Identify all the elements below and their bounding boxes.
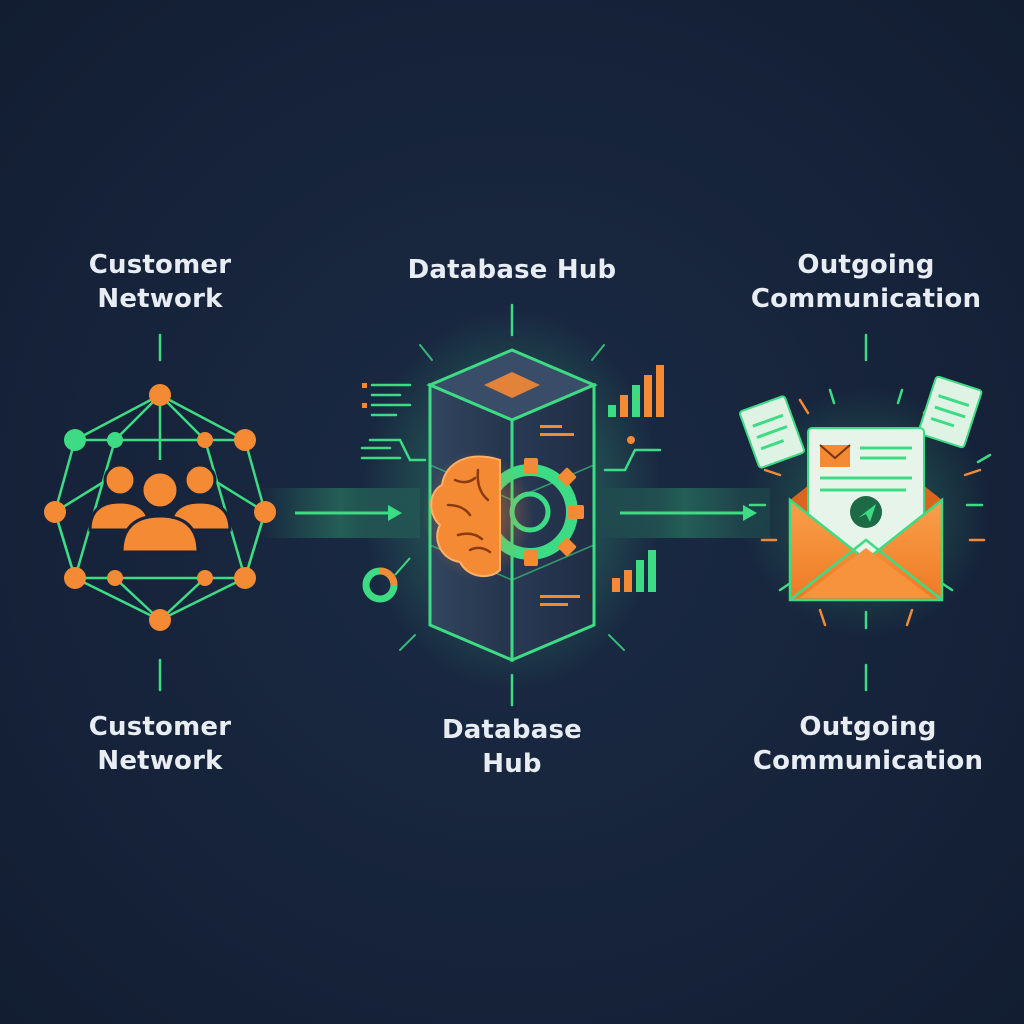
customer-network-bottom-line-2: Network [97,746,223,776]
database-hub-top-label: Database Hub [392,253,632,287]
brain-icon [430,455,501,578]
customer-network-bottom-label: Customer Network [60,710,260,778]
outgoing-communication-top-label: Outgoing Communication [736,248,996,316]
bar-chart-icon-top-right [608,365,664,417]
customer-network-bottom-line-1: Customer [88,712,232,742]
document-icon-left [739,395,805,469]
trend-line-icon [603,448,662,472]
database-hub-bottom-line-1: Database [442,715,582,745]
customer-network-top-line-2: Network [97,284,223,314]
database-hub-top-line-1: Database Hub [407,255,617,285]
outgoing-communication-top-line-2: Communication [750,284,982,314]
customer-network-top-line-1: Customer [88,250,232,280]
outgoing-communication-bottom-label: Outgoing Communication [738,710,998,778]
outgoing-communication-bottom-line-2: Communication [752,746,984,776]
bar-chart-icon-bottom-right [612,550,656,592]
document-icon-right [917,375,983,449]
pie-chart-icon [362,567,398,603]
outgoing-communication-top-line-1: Outgoing [797,250,935,280]
people-network-icon [44,384,276,631]
outgoing-communication-bottom-line-1: Outgoing [799,712,937,742]
server-brain-gear-icon [360,310,664,690]
data-lines-icon [360,383,427,462]
database-hub-bottom-line-2: Hub [482,749,542,779]
database-hub-bottom-label: Database Hub [412,713,612,781]
open-envelope-icon [739,375,992,637]
customer-network-top-label: Customer Network [60,248,260,316]
